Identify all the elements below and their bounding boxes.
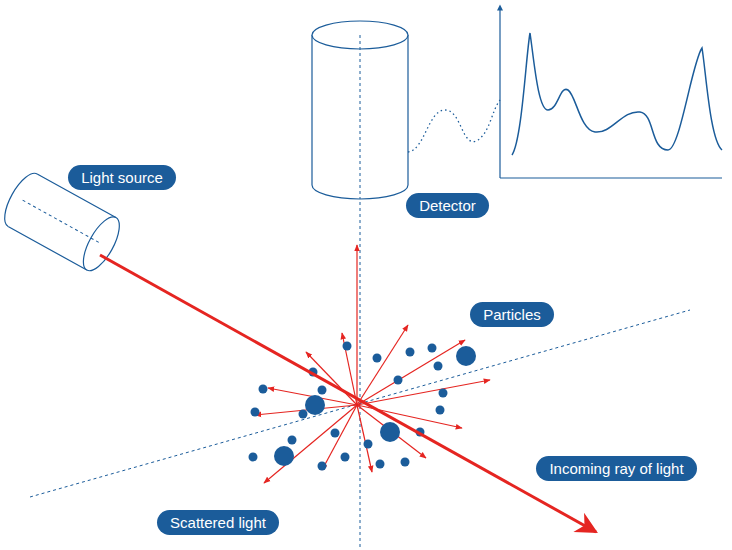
light-source-label: Light source (68, 165, 176, 190)
detector-label: Detector (406, 193, 489, 218)
incoming-ray (100, 255, 596, 532)
label-text: Particles (483, 306, 541, 324)
particles-label: Particles (470, 302, 554, 327)
detector-cylinder (312, 21, 408, 199)
label-text: Incoming ray of light (549, 460, 683, 478)
label-text: Scattered light (170, 514, 266, 532)
ray-label: Incoming ray of light (536, 456, 697, 481)
signal-wire (408, 100, 500, 152)
scattered-light-label: Scattered light (157, 510, 279, 535)
label-text: Detector (419, 197, 476, 215)
particles (249, 342, 477, 471)
spectrum-graph (500, 10, 722, 178)
label-text: Light source (81, 169, 163, 187)
scattered-light-arrows (255, 245, 490, 483)
horizontal-axis (30, 310, 690, 497)
